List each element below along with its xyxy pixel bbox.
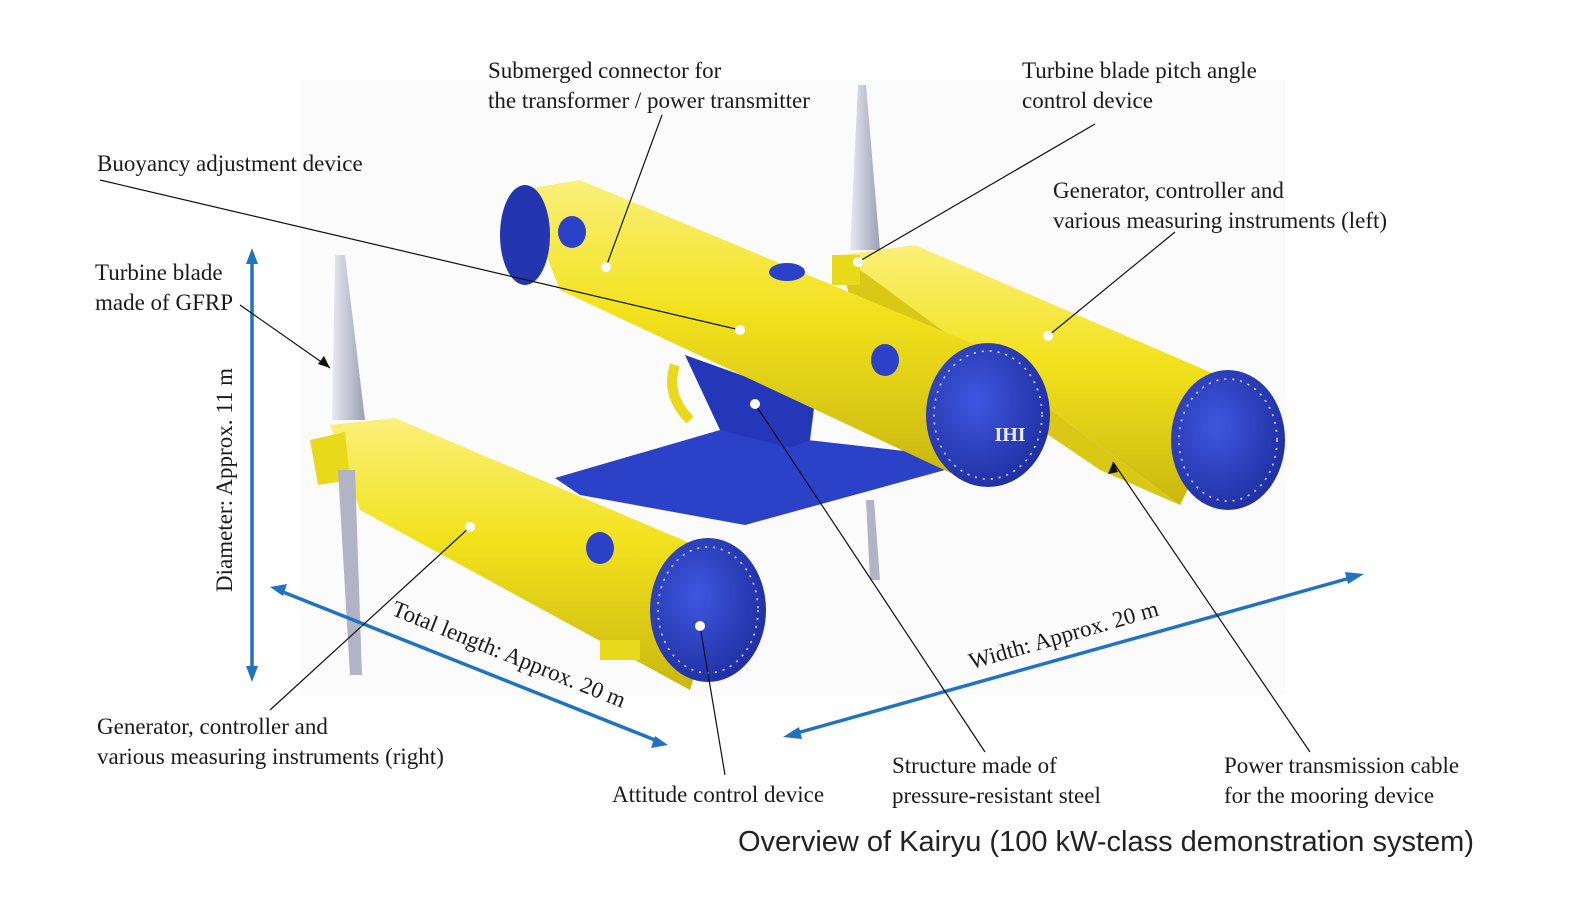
label-line: Turbine blade <box>95 260 223 285</box>
label-line: for the mooring device <box>1224 783 1435 808</box>
label-pitch-control: Turbine blade pitch angle control device <box>1022 56 1257 116</box>
structure-fin <box>685 355 815 448</box>
label-attitude: Attitude control device <box>612 780 824 810</box>
label-generator-right: Generator, controller and various measur… <box>97 712 444 772</box>
label-line: various measuring instruments (left) <box>1053 208 1388 233</box>
front-turbine-blade-upper <box>332 255 365 420</box>
label-line: Buoyancy adjustment device <box>97 151 363 176</box>
main-buoyancy-pod <box>500 180 1050 487</box>
label-line: made of GFRP <box>95 290 233 315</box>
label-line: Generator, controller and <box>97 714 328 739</box>
structure-platform <box>555 430 945 525</box>
label-line: control device <box>1022 88 1153 113</box>
dimension-diameter: Diameter: Approx. 11 m <box>212 368 237 592</box>
label-turbine-blade: Turbine blade made of GFRP <box>95 258 233 318</box>
label-line: various measuring instruments (right) <box>97 744 444 769</box>
label-line: Attitude control device <box>612 782 825 807</box>
upper-turbine-blade-lower <box>866 500 880 580</box>
label-structure: Structure made of pressure-resistant ste… <box>892 751 1101 811</box>
label-power-cable: Power transmission cable for the mooring… <box>1224 751 1459 811</box>
label-line: the transformer / power transmitter <box>488 88 810 113</box>
label-line: Turbine blade pitch angle <box>1022 58 1257 83</box>
label-line: Generator, controller and <box>1053 178 1284 203</box>
label-line: Power transmission cable <box>1224 753 1460 778</box>
upper-turbine-blade <box>850 85 880 250</box>
label-line: Structure made of <box>892 753 1057 778</box>
front-turbine-blade-lower <box>338 470 362 675</box>
label-buoyancy: Buoyancy adjustment device <box>97 149 363 179</box>
figure-caption: Overview of Kairyu (100 kW-class demonst… <box>738 826 1474 858</box>
label-line: Submerged connector for <box>488 58 722 83</box>
leader-lines <box>99 114 1311 776</box>
label-submerged-connector: Submerged connector for the transformer … <box>488 56 810 116</box>
ihi-logo: IHI <box>994 424 1025 446</box>
label-line: pressure-resistant steel <box>892 783 1101 808</box>
label-generator-left: Generator, controller and various measur… <box>1053 176 1387 236</box>
dimension-arrows <box>246 248 1364 748</box>
